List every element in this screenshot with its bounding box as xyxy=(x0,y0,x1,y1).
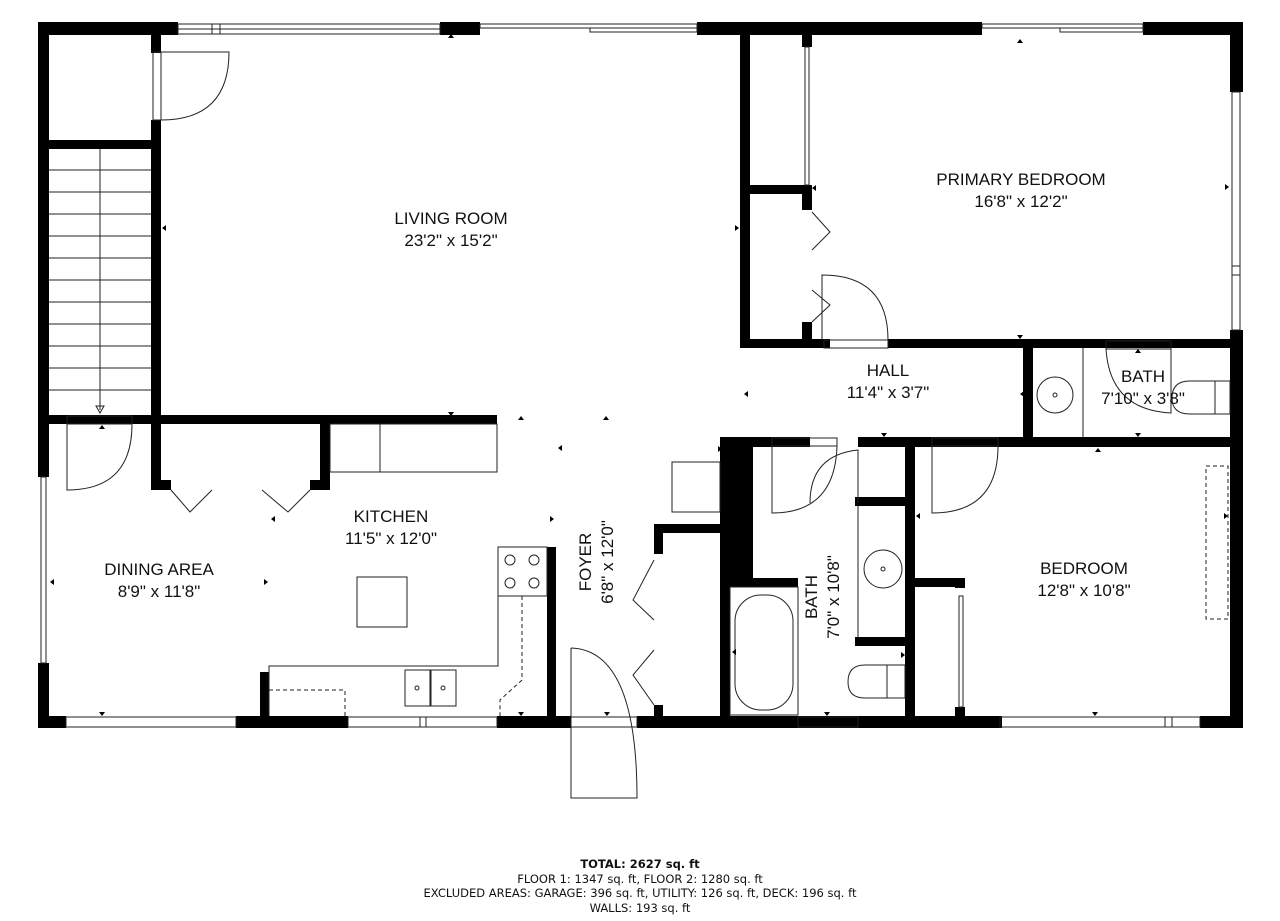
room-living-room: LIVING ROOM 23'2" x 15'2" xyxy=(394,208,507,252)
room-dimensions: 12'8" x 10'8" xyxy=(1037,581,1131,600)
room-dimensions: 11'5" x 12'0" xyxy=(345,529,437,548)
room-dimensions: 7'10" x 3'8" xyxy=(1101,389,1185,408)
room-dimensions: 11'4" x 3'7" xyxy=(846,383,930,402)
area-summary: TOTAL: 2627 sq. ft FLOOR 1: 1347 sq. ft,… xyxy=(0,857,1280,915)
room-foyer: FOYER 6'8" x 12'0" xyxy=(575,520,619,604)
floor-areas: FLOOR 1: 1347 sq. ft, FLOOR 2: 1280 sq. … xyxy=(517,871,763,886)
room-name: DINING AREA xyxy=(104,560,214,579)
excluded-areas: EXCLUDED AREAS: GARAGE: 396 sq. ft, UTIL… xyxy=(423,886,857,900)
room-name: FOYER xyxy=(576,532,595,592)
room-bath-1: BATH 7'10" x 3'8" xyxy=(1101,366,1185,410)
room-hall: HALL 11'4" x 3'7" xyxy=(847,360,930,404)
room-name: HALL xyxy=(866,361,910,380)
dimension-markers xyxy=(50,34,1229,716)
room-dimensions: 23'2" x 15'2" xyxy=(404,231,498,250)
fixtures xyxy=(40,23,1241,799)
room-dining-area: DINING AREA 8'9" x 11'8" xyxy=(104,559,214,603)
room-dimensions: 8'9" x 11'8" xyxy=(117,582,201,601)
room-name: PRIMARY BEDROOM xyxy=(936,170,1106,189)
room-name: BEDROOM xyxy=(1040,559,1128,578)
room-dimensions: 16'8" x 12'2" xyxy=(974,192,1068,211)
room-dimensions: 7'0" x 10'8" xyxy=(824,555,843,639)
room-name: KITCHEN xyxy=(353,507,429,526)
room-kitchen: KITCHEN 11'5" x 12'0" xyxy=(345,506,437,550)
total-area: TOTAL: 2627 sq. ft xyxy=(580,857,700,871)
room-name: BATH xyxy=(1120,367,1166,386)
room-primary-bedroom: PRIMARY BEDROOM 16'8" x 12'2" xyxy=(936,169,1105,213)
room-name: LIVING ROOM xyxy=(394,209,508,228)
walls-area: WALLS: 193 sq. ft xyxy=(589,900,691,915)
room-name: BATH xyxy=(802,574,821,620)
room-bath-2: BATH 7'0" x 10'8" xyxy=(801,555,845,639)
room-dimensions: 6'8" x 12'0" xyxy=(598,520,617,604)
room-bedroom: BEDROOM 12'8" x 10'8" xyxy=(1037,558,1130,602)
walls xyxy=(38,22,1243,728)
